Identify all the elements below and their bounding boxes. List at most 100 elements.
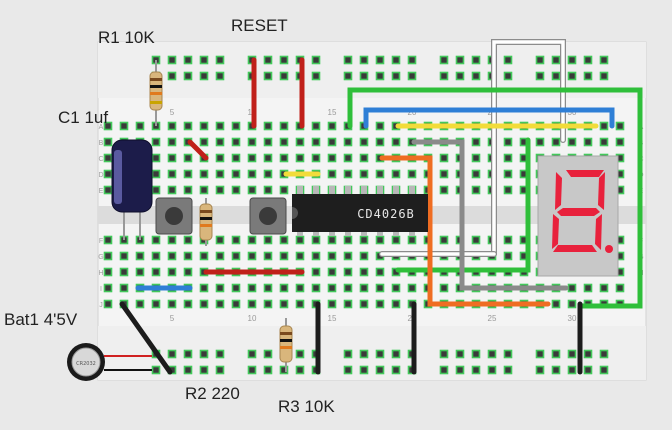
breadboard-hole xyxy=(343,283,353,293)
breadboard-hole xyxy=(567,71,577,81)
breadboard-hole xyxy=(167,55,177,65)
breadboard-hole xyxy=(343,235,353,245)
breadboard-hole xyxy=(119,283,129,293)
breadboard-hole xyxy=(439,283,449,293)
breadboard-hole xyxy=(471,169,481,179)
breadboard-hole xyxy=(503,153,513,163)
breadboard-hole xyxy=(199,299,209,309)
breadboard-hole xyxy=(263,121,273,131)
breadboard-hole xyxy=(407,283,417,293)
breadboard-hole xyxy=(199,137,209,147)
breadboard-hole xyxy=(327,235,337,245)
column-number: 5 xyxy=(170,108,175,117)
breadboard-hole xyxy=(215,121,225,131)
breadboard-hole xyxy=(343,267,353,277)
breadboard-hole xyxy=(183,55,193,65)
breadboard-hole xyxy=(183,365,193,375)
breadboard-hole xyxy=(199,71,209,81)
column-number: 15 xyxy=(328,108,337,117)
breadboard-hole xyxy=(359,137,369,147)
chip-notch xyxy=(292,207,298,219)
breadboard-hole xyxy=(567,55,577,65)
breadboard-hole xyxy=(215,283,225,293)
breadboard-hole xyxy=(535,137,545,147)
column-number: 15 xyxy=(328,314,337,323)
breadboard-hole xyxy=(183,267,193,277)
breadboard-hole xyxy=(439,185,449,195)
breadboard-hole xyxy=(295,365,305,375)
row-letter: D xyxy=(98,172,103,179)
green-wire-mid xyxy=(395,137,531,273)
breadboard-hole xyxy=(343,251,353,261)
breadboard-hole xyxy=(439,365,449,375)
breadboard-hole xyxy=(471,365,481,375)
breadboard-hole xyxy=(567,283,577,293)
breadboard-hole xyxy=(295,251,305,261)
breadboard-hole xyxy=(343,137,353,147)
chip-pin xyxy=(345,186,351,194)
breadboard-hole xyxy=(359,55,369,65)
chip-label: CD4026B xyxy=(357,207,415,221)
breadboard-hole xyxy=(279,71,289,81)
breadboard-hole xyxy=(247,169,257,179)
breadboard-hole xyxy=(471,235,481,245)
breadboard-hole xyxy=(551,299,561,309)
breadboard-hole xyxy=(503,251,513,261)
breadboard-hole xyxy=(167,235,177,245)
breadboard-hole xyxy=(199,55,209,65)
breadboard-hole xyxy=(231,283,241,293)
resistor-r1 xyxy=(149,60,163,126)
breadboard-hole xyxy=(231,137,241,147)
label-reset: RESET xyxy=(231,16,288,35)
breadboard-hole xyxy=(359,71,369,81)
breadboard-hole xyxy=(439,55,449,65)
breadboard-hole xyxy=(199,283,209,293)
breadboard-hole xyxy=(183,349,193,359)
breadboard-hole xyxy=(295,235,305,245)
breadboard-hole xyxy=(103,235,113,245)
breadboard-hole xyxy=(167,299,177,309)
breadboard-hole xyxy=(151,153,161,163)
breadboard-hole xyxy=(327,283,337,293)
label-r2: R2 220 xyxy=(185,384,240,403)
breadboard-hole xyxy=(375,235,385,245)
breadboard-hole xyxy=(503,185,513,195)
breadboard-hole xyxy=(279,185,289,195)
breadboard-hole xyxy=(583,137,593,147)
breadboard-hole xyxy=(615,137,625,147)
breadboard-hole xyxy=(551,137,561,147)
breadboard-hole xyxy=(263,235,273,245)
breadboard-hole xyxy=(247,299,257,309)
column-number: 5 xyxy=(170,314,175,323)
breadboard-hole xyxy=(135,267,145,277)
breadboard-hole xyxy=(279,299,289,309)
chip-pin xyxy=(393,186,399,194)
breadboard-hole xyxy=(119,267,129,277)
orange-wire xyxy=(379,155,551,307)
breadboard-hole xyxy=(263,349,273,359)
pushbutton-1 xyxy=(155,197,193,235)
breadboard-hole xyxy=(215,153,225,163)
row-letter: H xyxy=(98,270,103,277)
breadboard-hole xyxy=(311,121,321,131)
breadboard-hole xyxy=(167,121,177,131)
breadboard-hole xyxy=(311,55,321,65)
breadboard-hole xyxy=(311,267,321,277)
breadboard-hole xyxy=(151,235,161,245)
gray-wire xyxy=(411,139,569,291)
breadboard-hole xyxy=(343,365,353,375)
blue-wire-top xyxy=(363,107,615,129)
breadboard-hole xyxy=(375,349,385,359)
breadboard-hole xyxy=(343,169,353,179)
breadboard-hole xyxy=(263,137,273,147)
breadboard-hole xyxy=(199,349,209,359)
breadboard-hole xyxy=(279,283,289,293)
breadboard-hole xyxy=(439,169,449,179)
breadboard-hole xyxy=(231,185,241,195)
breadboard-hole xyxy=(151,267,161,277)
breadboard-hole xyxy=(279,365,289,375)
breadboard-hole xyxy=(455,55,465,65)
breadboard-hole xyxy=(455,365,465,375)
breadboard-hole xyxy=(215,299,225,309)
